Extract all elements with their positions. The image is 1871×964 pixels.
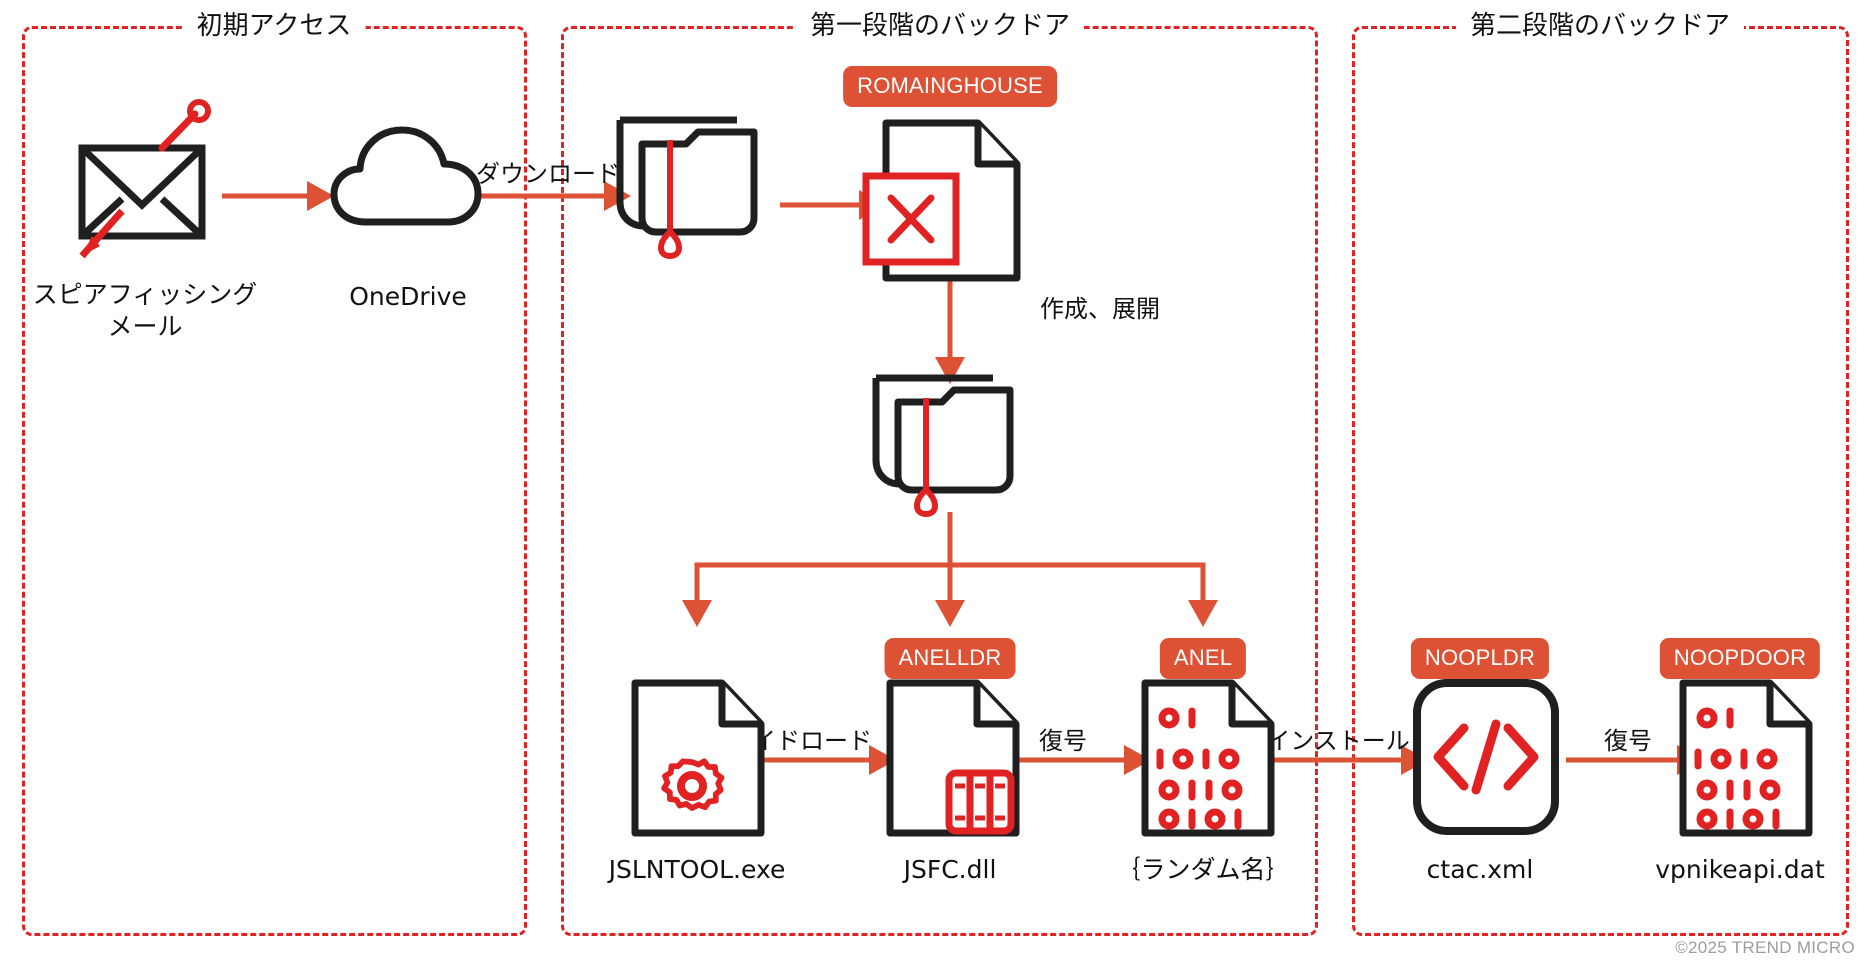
edge-label-download: ダウンロード xyxy=(476,160,620,188)
badge-noopdoor: NOOPDOOR xyxy=(1659,638,1821,679)
zip-archive-icon-1 xyxy=(616,116,758,260)
caption-ctac-xml: ctac.xml xyxy=(1426,855,1534,884)
badge-anelldr: ANELLDR xyxy=(884,638,1016,679)
edge-label-install: インストール xyxy=(1266,727,1410,755)
phase-title-second-stage: 第二段階のバックドア xyxy=(1455,11,1745,41)
badge-romainghouse: ROMAINGHOUSE xyxy=(843,66,1057,107)
edge-label-decrypt-1: 復号 xyxy=(1039,727,1087,755)
badge-noopldr: NOOPLDR xyxy=(1410,638,1550,679)
zip-archive-icon-2 xyxy=(872,374,1014,518)
caption-random-name-file: ｛ランダム名｝ xyxy=(1115,855,1291,884)
caption-spearphishing-mail-line2: メール xyxy=(107,312,183,341)
document-binary-icon-2 xyxy=(1679,679,1813,837)
envelope-with-hook-icon xyxy=(78,99,211,259)
badge-anel: ANEL xyxy=(1159,638,1247,679)
document-with-gear-icon xyxy=(631,679,765,837)
caption-onedrive: OneDrive xyxy=(349,282,467,311)
document-with-x-icon xyxy=(862,119,1021,282)
edge-label-create-expand: 作成、展開 xyxy=(1040,295,1160,323)
document-with-dll-icon xyxy=(886,679,1020,837)
phase-title-initial-access: 初期アクセス xyxy=(182,11,366,41)
copyright-notice: ©2025 TREND MICRO xyxy=(1675,938,1855,957)
cloud-icon xyxy=(330,126,482,226)
caption-vpnikeapi-dat: vpnikeapi.dat xyxy=(1655,855,1825,884)
document-binary-icon-1 xyxy=(1141,679,1275,837)
edge-archive2-fanout xyxy=(682,512,1218,627)
edge-label-decrypt-2: 復号 xyxy=(1604,727,1652,755)
caption-jsfc-dll: JSFC.dll xyxy=(903,855,997,884)
caption-jslntool-exe: JSLNTOOL.exe xyxy=(608,855,786,884)
code-file-icon xyxy=(1413,679,1559,835)
caption-spearphishing-mail-line1: スピアフィッシング xyxy=(32,280,258,309)
phase-title-first-stage: 第一段階のバックドア xyxy=(795,11,1085,41)
